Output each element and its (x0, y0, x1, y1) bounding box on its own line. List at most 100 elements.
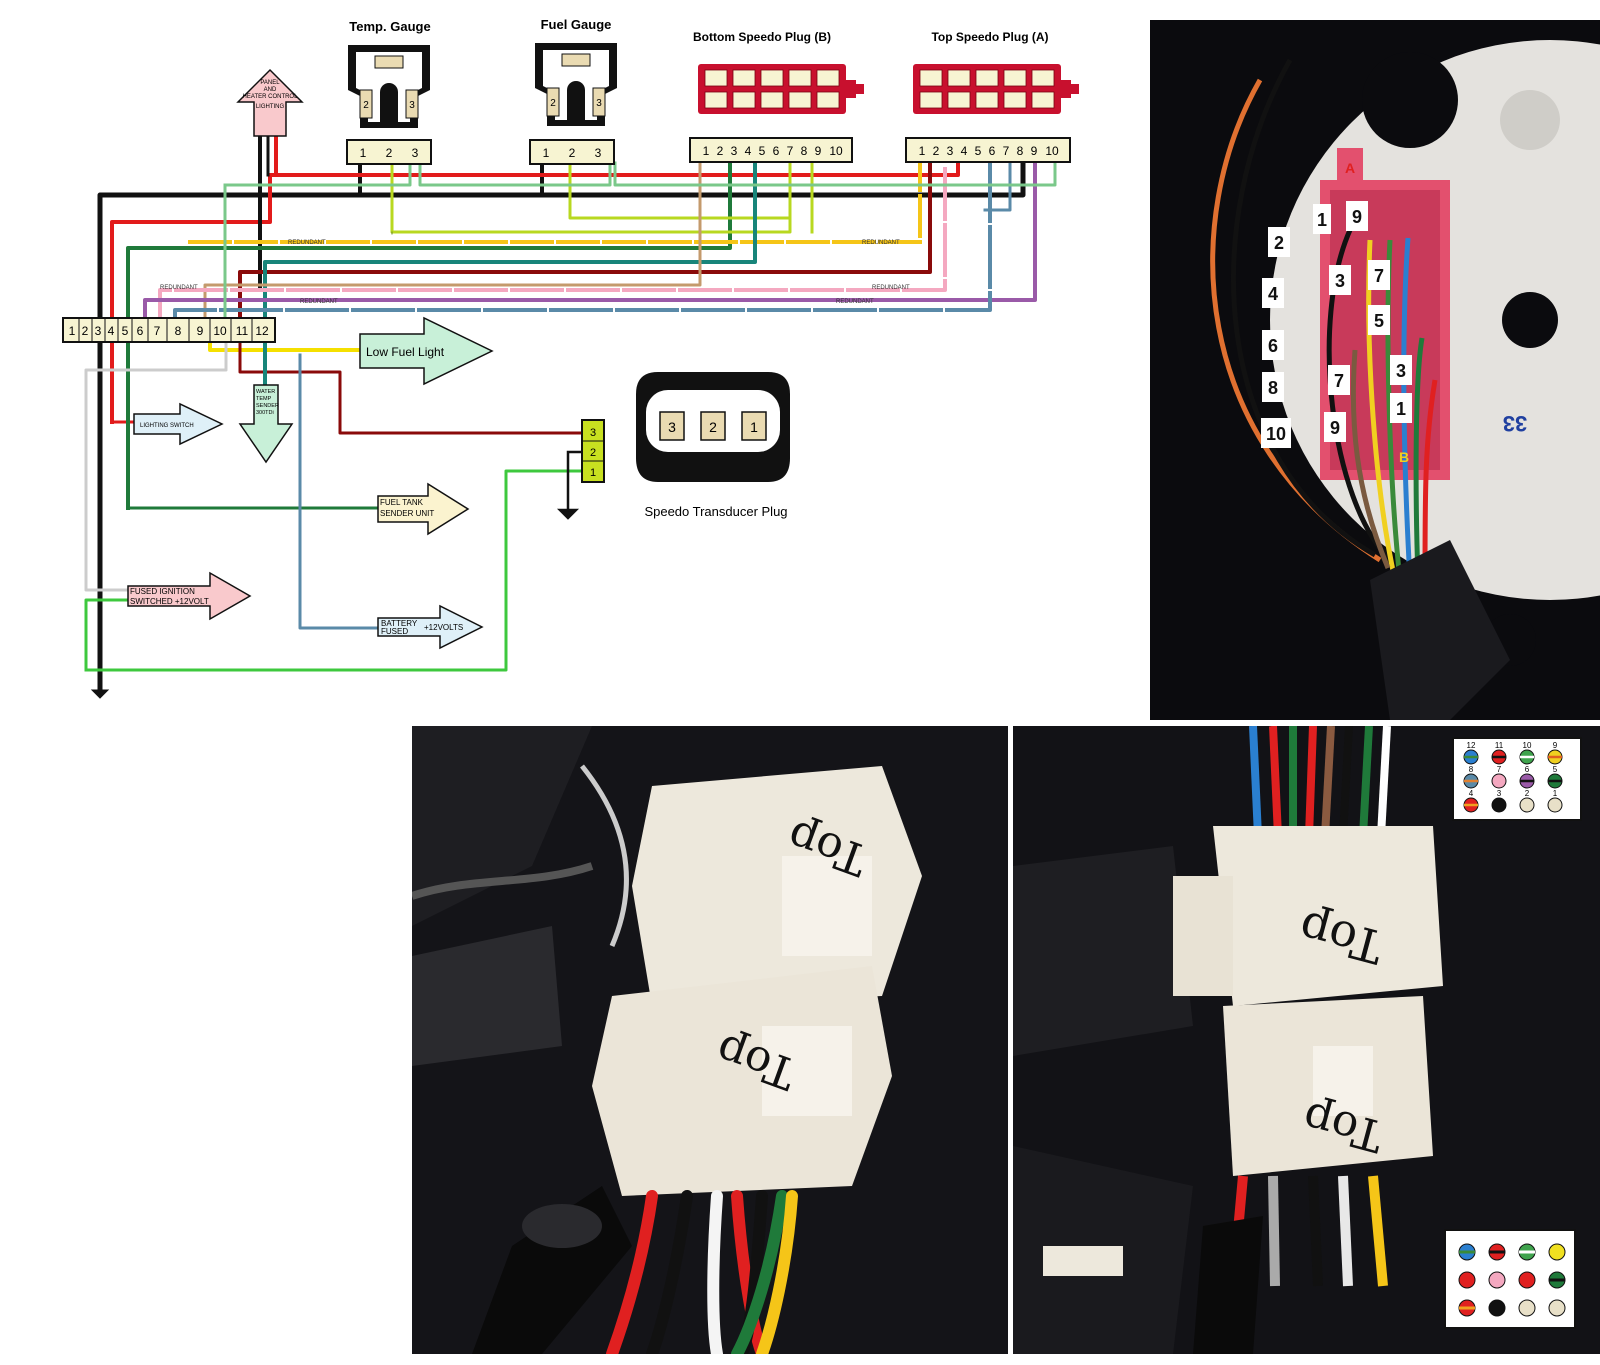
svg-text:5: 5 (759, 144, 766, 158)
svg-text:HEATER CONTROL: HEATER CONTROL (243, 94, 299, 100)
fused-ignition-arrow: FUSED IGNITION SWITCHED +12VOLT (127, 571, 252, 621)
svg-text:WATER: WATER (256, 389, 275, 395)
svg-text:6: 6 (1525, 765, 1530, 774)
svg-text:1: 1 (360, 146, 367, 160)
svg-text:3: 3 (596, 98, 602, 109)
speedo-transducer-plug-icon: 3 2 1 (636, 372, 790, 482)
svg-text:1: 1 (69, 324, 76, 338)
pin-color-legend (1444, 1229, 1576, 1329)
temp-gauge-title: Temp. Gauge (349, 19, 430, 34)
svg-text:3: 3 (412, 146, 419, 160)
pin-marker-b: B (1399, 449, 1409, 465)
svg-text:1: 1 (750, 419, 758, 435)
battery-fused-arrow: BATTERY FUSED +12VOLTS (377, 604, 484, 650)
wire-green-sender (126, 161, 732, 510)
svg-text:9: 9 (1352, 207, 1362, 227)
transducer-pin-block: 3 2 1 (581, 419, 605, 483)
svg-text:4: 4 (961, 144, 968, 158)
top-speedo-title: Top Speedo Plug (A) (931, 30, 1048, 44)
svg-text:6: 6 (989, 144, 996, 158)
svg-text:8: 8 (1017, 144, 1024, 158)
svg-text:FUSED: FUSED (381, 627, 408, 636)
svg-text:4: 4 (108, 324, 115, 338)
redundant-label: REDUNDANT (836, 299, 874, 305)
svg-text:2: 2 (1525, 789, 1530, 798)
low-fuel-light-arrow: Low Fuel Light (359, 316, 494, 386)
svg-text:7: 7 (154, 324, 161, 338)
bottom-speedo-title: Bottom Speedo Plug (B) (693, 30, 831, 44)
svg-text:7: 7 (1003, 144, 1010, 158)
svg-text:LIGHTING SWITCH: LIGHTING SWITCH (140, 423, 194, 429)
svg-text:3: 3 (1497, 789, 1502, 798)
svg-text:3: 3 (947, 144, 954, 158)
earth-symbol (90, 689, 110, 699)
svg-text:5: 5 (1553, 765, 1558, 774)
svg-text:3: 3 (409, 100, 415, 111)
svg-text:1: 1 (919, 144, 926, 158)
wire-black-earth (97, 160, 1026, 693)
svg-text:3: 3 (595, 146, 602, 160)
svg-text:12: 12 (1467, 741, 1476, 750)
svg-text:3: 3 (731, 144, 738, 158)
lighting-switch-arrow: LIGHTING SWITCH (133, 402, 224, 446)
svg-text:4: 4 (745, 144, 752, 158)
svg-text:Low Fuel Light: Low Fuel Light (366, 345, 445, 359)
svg-text:+12VOLTS: +12VOLTS (424, 623, 463, 632)
svg-text:1: 1 (543, 146, 550, 160)
svg-text:2: 2 (590, 447, 596, 459)
redundant-label: REDUNDANT (300, 299, 338, 305)
svg-text:11: 11 (1495, 741, 1504, 750)
water-temp-sender-arrow: WATER TEMP SENDER 300TDi (238, 384, 294, 464)
svg-text:9: 9 (197, 324, 204, 338)
svg-text:2: 2 (363, 100, 369, 111)
svg-text:8: 8 (175, 324, 182, 338)
connector-pair-photo-right: Top Top 12 11 10 9 8 7 6 5 4 3 (1013, 726, 1600, 1354)
svg-text:5: 5 (122, 324, 129, 338)
svg-text:10: 10 (1523, 741, 1532, 750)
pin-color-legend-numbered: 12 11 10 9 8 7 6 5 4 3 2 1 (1452, 737, 1582, 821)
top-speedo-pin-block: 1 2 3 4 5 6 7 8 9 10 (905, 137, 1071, 163)
bottom-speedo-plug-icon (698, 64, 864, 114)
transducer-earth-symbol (556, 450, 582, 520)
svg-text:2: 2 (1274, 233, 1284, 253)
svg-text:2: 2 (717, 144, 724, 158)
svg-text:1: 1 (1317, 210, 1327, 230)
svg-text:7: 7 (787, 144, 794, 158)
redundant-label: REDUNDANT (160, 285, 198, 291)
svg-text:10: 10 (1266, 424, 1286, 444)
svg-text:SWITCHED +12VOLT: SWITCHED +12VOLT (130, 597, 209, 606)
svg-text:2: 2 (933, 144, 940, 158)
svg-text:8: 8 (801, 144, 808, 158)
svg-text:3: 3 (95, 324, 102, 338)
svg-text:9: 9 (815, 144, 822, 158)
svg-text:300TDi: 300TDi (256, 410, 274, 416)
wire-red-lighting (110, 161, 960, 424)
svg-text:SENDER: SENDER (256, 403, 279, 409)
svg-text:7: 7 (1497, 765, 1502, 774)
redundant-label: REDUNDANT (862, 240, 900, 246)
svg-text:11: 11 (236, 324, 249, 338)
fuel-gauge-pin-block: 1 2 3 (529, 139, 615, 165)
pin-marker-a: A (1345, 160, 1355, 176)
svg-text:LIGHTING: LIGHTING (256, 104, 285, 110)
svg-text:1: 1 (1396, 399, 1406, 419)
redundant-label: REDUNDANT (288, 240, 326, 246)
svg-text:9: 9 (1330, 418, 1340, 438)
svg-text:3: 3 (1335, 271, 1345, 291)
svg-text:2: 2 (550, 98, 556, 109)
svg-text:FUEL TANK: FUEL TANK (380, 498, 424, 507)
svg-text:2: 2 (569, 146, 576, 160)
svg-text:3: 3 (590, 427, 596, 439)
svg-text:4: 4 (1268, 284, 1278, 304)
svg-text:7: 7 (1374, 266, 1384, 286)
speedo-back-photo: A 1 9 2 3 7 4 5 6 7 3 8 1 10 9 B 33 (1150, 20, 1600, 720)
connector-pair-photo-left: Top Top (412, 726, 1008, 1354)
wiring-diagram: Temp. Gauge Fuel Gauge Bottom Speedo Plu… (62, 17, 1079, 699)
svg-text:3: 3 (668, 419, 676, 435)
main-12-way-connector: 1 2 3 4 5 6 7 8 9 10 11 12 (62, 317, 276, 343)
svg-text:12: 12 (255, 324, 269, 338)
svg-text:6: 6 (1268, 336, 1278, 356)
temp-gauge-socket-icon: 2 3 (348, 45, 430, 128)
svg-text:PANEL: PANEL (260, 80, 280, 86)
fuel-gauge-title: Fuel Gauge (541, 17, 612, 32)
